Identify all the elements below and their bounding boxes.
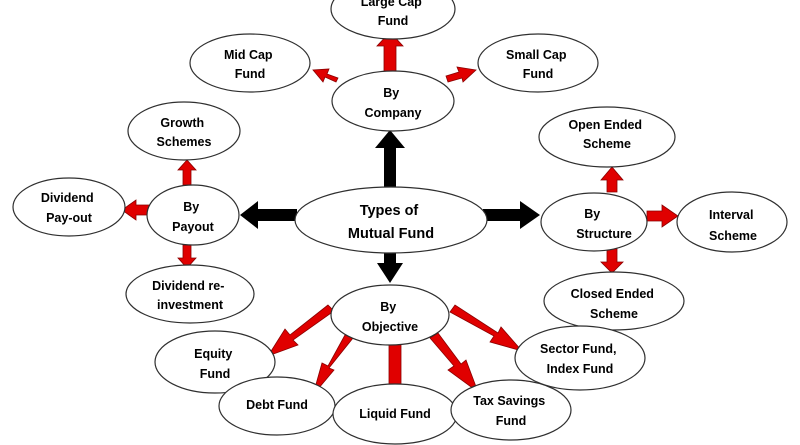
arrow-to-by-objective (377, 250, 403, 283)
arrow-to-sector (449, 304, 524, 352)
by-objective-line1: By (380, 300, 396, 314)
sector-line2: Index Fund (547, 362, 614, 376)
svg-text:Large Cap Fund: Large Cap Fund (361, 0, 426, 28)
svg-text:Sector Fund, Index Fun: Sector Fund, Index Fund (540, 342, 620, 376)
by-payout-node: By Payout (146, 184, 240, 246)
dividend-payout-line1: Dividend (41, 191, 94, 205)
svg-text:Types of Mutual Fund: Types of Mutual Fund (348, 203, 434, 242)
svg-text:Debt Fund: Debt Fund (246, 398, 308, 412)
svg-text:Interval Scheme: Interval Scheme (709, 208, 757, 243)
by-structure-line2: Structure (576, 227, 632, 241)
arrow-to-growth (177, 159, 197, 186)
mid-cap-line1: Mid Cap (224, 48, 273, 62)
by-payout-line1: By (183, 200, 199, 214)
svg-text:By Payout: By Payout (172, 200, 215, 234)
dividend-payout-node: Dividend Pay-out (12, 177, 126, 237)
open-ended-node: Open Ended Scheme (538, 106, 676, 168)
arrow-to-debt (312, 334, 354, 396)
svg-text:Mid Cap Fund: Mid Cap Fund (224, 48, 276, 81)
small-cap-line2: Fund (523, 67, 554, 81)
debt-node: Debt Fund (218, 376, 336, 436)
growth-line1: Growth (160, 116, 204, 130)
equity-line1: Equity (194, 347, 232, 361)
liquid-node: Liquid Fund (332, 383, 458, 445)
arrow-to-open-ended (600, 166, 624, 193)
svg-text:Tax Savings Fund: Tax Savings Fund (473, 394, 549, 428)
closed-ended-line1: Closed Ended (571, 287, 654, 301)
center-label-line2: Mutual Fund (348, 226, 434, 242)
mid-cap-node: Mid Cap Fund (189, 33, 311, 93)
dividend-reinvest-line2: investment (157, 298, 224, 312)
arrow-to-dividend-payout (121, 199, 151, 221)
large-cap-line1: Large Cap (361, 0, 422, 9)
svg-text:Liquid Fund: Liquid Fund (359, 407, 431, 421)
black-arrows (240, 130, 540, 283)
center-node: Types of Mutual Fund (294, 186, 488, 254)
tax-savings-line2: Fund (496, 414, 527, 428)
debt-line1: Debt Fund (246, 398, 308, 412)
red-arrows (121, 31, 679, 408)
mid-cap-line2: Fund (235, 67, 266, 81)
open-ended-line1: Open Ended (568, 118, 642, 132)
arrow-to-by-payout (240, 201, 297, 229)
equity-node: Equity Fund (154, 330, 276, 394)
by-objective-line2: Objective (362, 320, 418, 334)
svg-text:By Company: By Company (365, 86, 422, 120)
by-payout-line2: Payout (172, 220, 215, 234)
svg-text:Dividend Pay-out: Dividend Pay-out (41, 191, 97, 225)
tax-savings-line1: Tax Savings (473, 394, 545, 408)
arrow-to-mid-cap (312, 68, 339, 83)
dividend-reinvest-node: Dividend re- investment (125, 264, 255, 324)
interval-node: Interval Scheme (676, 191, 788, 253)
by-company-line2: Company (365, 106, 422, 120)
liquid-line1: Liquid Fund (359, 407, 431, 421)
open-ended-line2: Scheme (583, 137, 631, 151)
arrow-to-interval (646, 204, 679, 228)
svg-text:Closed Ended Scheme: Closed Ended Scheme (571, 287, 658, 321)
sector-node: Sector Fund, Index Fund (514, 325, 646, 391)
svg-text:Growth Schemes: Growth Schemes (157, 116, 212, 149)
svg-text:Small Cap Fund: Small Cap Fund (506, 48, 570, 81)
svg-text:Open Ended Scheme: Open Ended Scheme (568, 118, 645, 151)
small-cap-line1: Small Cap (506, 48, 567, 62)
growth-line2: Schemes (157, 135, 212, 149)
center-label-line1: Types of (360, 203, 419, 219)
small-cap-node: Small Cap Fund (477, 33, 599, 93)
tax-savings-node: Tax Savings Fund (450, 379, 572, 441)
arrow-to-small-cap (445, 66, 477, 83)
svg-text:By Objective: By Objective (362, 300, 418, 334)
sector-line1: Sector Fund, (540, 342, 616, 356)
closed-ended-line2: Scheme (590, 307, 638, 321)
by-objective-node: By Objective (330, 284, 450, 346)
large-cap-line2: Fund (378, 14, 409, 28)
by-structure-line1: By (584, 207, 600, 221)
by-structure-node: By Structure (540, 192, 648, 252)
large-cap-node: Large Cap Fund (330, 0, 456, 40)
dividend-reinvest-line1: Dividend re- (152, 279, 224, 293)
nodes: Types of Mutual Fund By Company Large Ca… (12, 0, 788, 445)
growth-node: Growth Schemes (127, 101, 241, 161)
equity-line2: Fund (200, 367, 231, 381)
arrow-to-equity (267, 304, 335, 357)
svg-text:Equity Fund: Equity Fund (194, 347, 236, 381)
by-company-line1: By (383, 86, 399, 100)
arrow-to-by-structure (483, 201, 540, 229)
dividend-payout-line2: Pay-out (46, 211, 93, 225)
arrow-to-by-company (375, 130, 405, 192)
arrow-to-tax-savings (429, 332, 479, 394)
arrow-to-dividend-reinvest (177, 244, 197, 269)
interval-line1: Interval (709, 208, 753, 222)
by-company-node: By Company (331, 70, 455, 132)
svg-text:Dividend re- investmen: Dividend re- investment (152, 279, 228, 312)
arrow-to-closed-ended (600, 247, 624, 274)
interval-line2: Scheme (709, 229, 757, 243)
svg-text:By Structure: By Structure (576, 207, 632, 241)
closed-ended-node: Closed Ended Scheme (543, 271, 685, 331)
